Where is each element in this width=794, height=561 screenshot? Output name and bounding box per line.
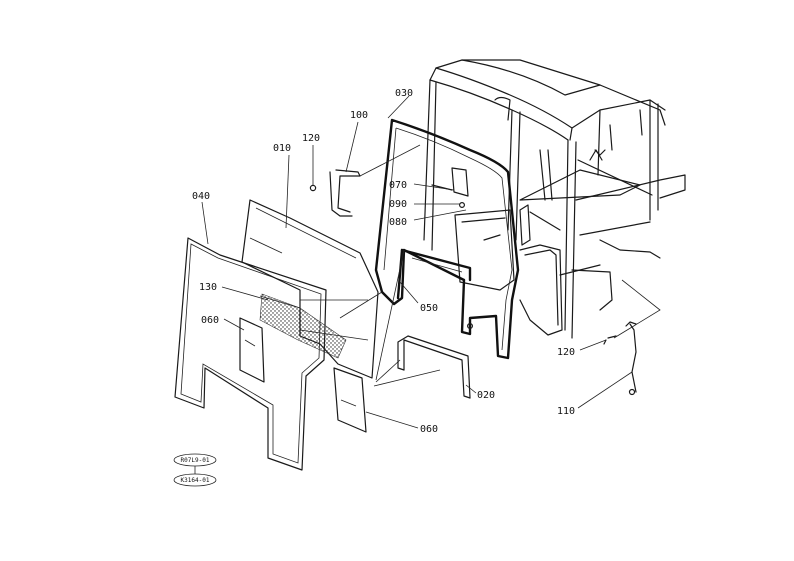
label-040: 040 [192, 191, 210, 202]
window-seal-030 [374, 118, 520, 360]
sticker-130 [259, 293, 347, 359]
label-010: 010 [273, 143, 291, 154]
glass-panel-040 [174, 237, 327, 471]
label-060-left: 060 [201, 315, 219, 326]
label-090: 090 [389, 199, 407, 210]
label-020: 020 [477, 390, 495, 401]
stamp-top: R07L9-01 [181, 457, 210, 464]
label-110: 110 [557, 406, 575, 417]
inner-frame-050 [396, 248, 472, 300]
label-080: 080 [389, 217, 407, 228]
guide-lines [259, 144, 661, 387]
rod-110 [625, 321, 637, 396]
label-030: 030 [395, 88, 413, 99]
label-120-top: 120 [302, 133, 320, 144]
label-130: 130 [199, 282, 217, 293]
label-070: 070 [389, 180, 407, 191]
rod-020 [397, 335, 471, 399]
label-050: 050 [420, 303, 438, 314]
handle-bracket-100 [329, 169, 361, 217]
cab-frame [423, 59, 686, 339]
label-060-bottom: 060 [420, 424, 438, 435]
stamp-bottom: K3164-01 [181, 477, 210, 484]
reference-stamps: R07L9-01 K3164-01 [173, 453, 217, 487]
label-100: 100 [350, 110, 368, 121]
leader-lines [201, 95, 633, 429]
side-glass-060-bottom [333, 367, 367, 433]
side-glass-060-left [239, 317, 265, 383]
label-120-right: 120 [557, 347, 575, 358]
